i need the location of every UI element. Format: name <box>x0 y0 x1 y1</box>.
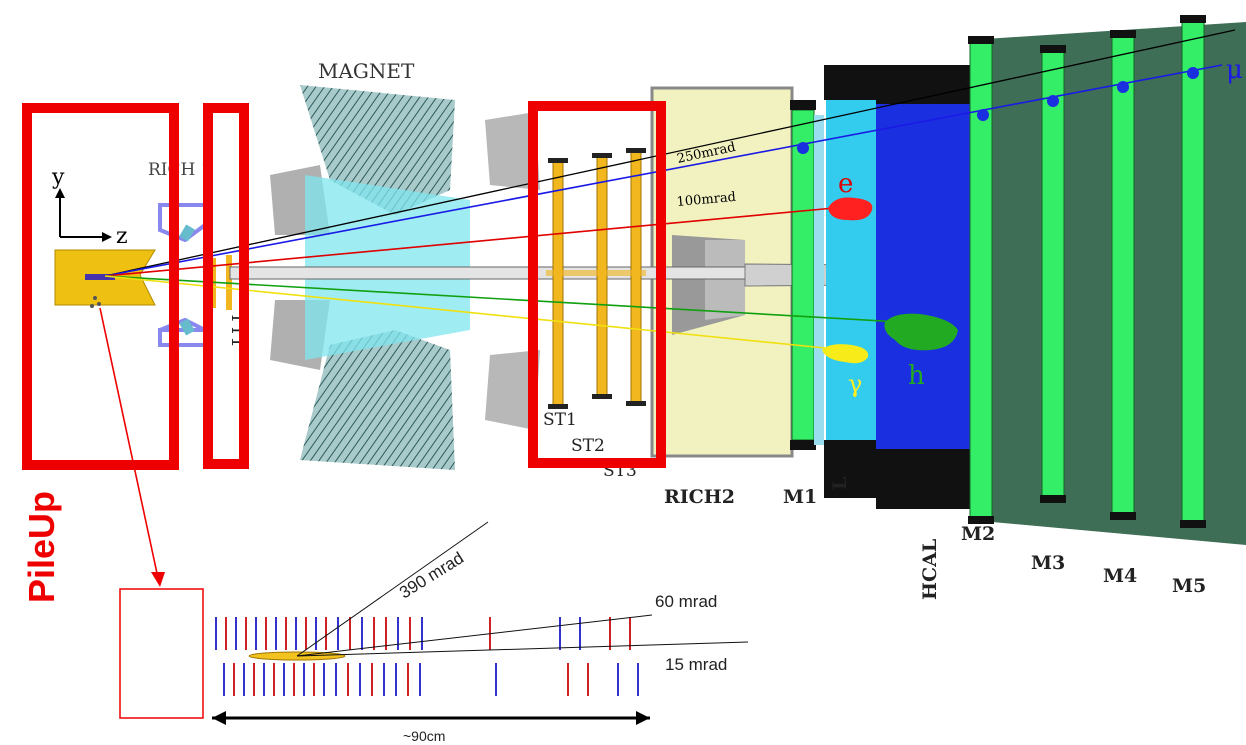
photon-shower <box>822 344 869 364</box>
muon-label: μ <box>1226 55 1243 85</box>
velo-modules-bottom <box>223 663 639 696</box>
m1-station <box>790 100 816 450</box>
magnet-label: MAGNET <box>318 59 415 83</box>
rich1 <box>158 203 207 347</box>
st2-label: ST2 <box>571 436 605 456</box>
hadron-shower <box>884 313 958 351</box>
rich2-label: RICH2 <box>664 486 735 508</box>
tracking-stations <box>546 148 646 409</box>
length-label: ~90cm <box>403 728 445 744</box>
pileup-veto-box <box>119 588 204 719</box>
muon-system <box>968 15 1246 545</box>
highlight-boxes <box>22 101 666 470</box>
photon-label: γ <box>848 370 862 398</box>
angle-390-label: 390 mrad <box>396 548 467 602</box>
hadron-label: h <box>908 361 925 391</box>
l-label: L <box>829 477 851 490</box>
angle-100-label: 100mrad <box>676 190 737 210</box>
angle-15-label: 15 mrad <box>665 655 727 674</box>
m1-label: M1 <box>783 486 817 508</box>
vertex-locator <box>54 249 156 306</box>
velo-modules-top <box>215 617 631 650</box>
pileup-pointer <box>90 296 165 587</box>
st1-label: ST1 <box>543 410 577 430</box>
particle-tracks <box>104 29 1236 351</box>
electron-shower <box>828 197 873 221</box>
m5-label: M5 <box>1172 575 1206 597</box>
rich1-label: RICH 1 <box>148 160 212 180</box>
pileup-label: PileUp <box>21 491 62 603</box>
muon-hits <box>797 67 1199 154</box>
electron-label: e <box>838 169 853 199</box>
z-axis-label: z <box>116 224 128 249</box>
vertex-highlight-box <box>22 103 179 470</box>
ecal <box>814 65 876 498</box>
m4-label: M4 <box>1103 565 1137 587</box>
m3-label: M3 <box>1031 552 1065 574</box>
tt1-highlight-box <box>203 103 249 469</box>
velo-inset <box>212 521 749 725</box>
hcal <box>876 65 970 509</box>
angle-60-label: 60 mrad <box>655 592 717 611</box>
axis-indicator <box>55 188 112 242</box>
hcal-label: HCAL <box>919 539 941 600</box>
tracking-highlight-box <box>528 101 666 468</box>
y-axis-label: y <box>51 165 65 190</box>
m2-label: M2 <box>961 523 995 545</box>
